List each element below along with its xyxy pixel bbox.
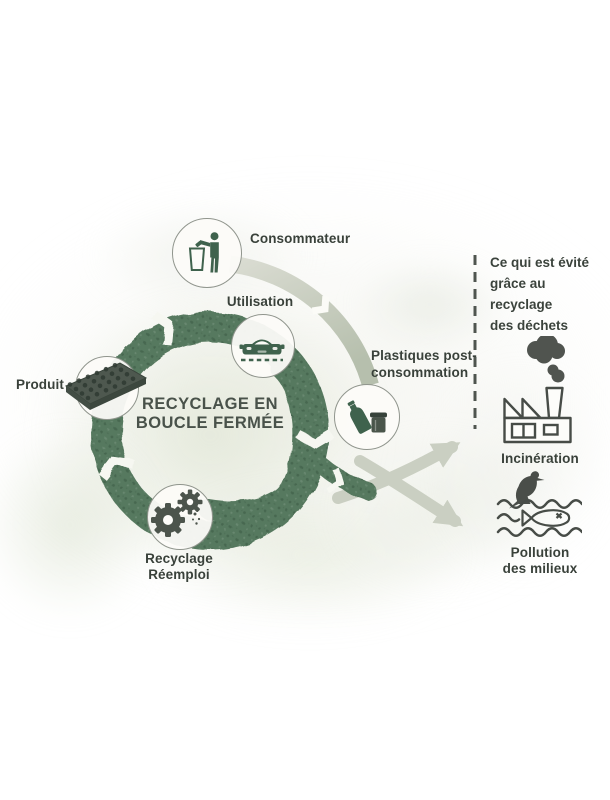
label-consommateur: Consommateur	[250, 231, 351, 246]
label-produit: Produit	[16, 377, 64, 392]
node-utilisation	[231, 314, 295, 378]
avoided-note: Ce qui est évité grâce au recyclage des …	[490, 255, 590, 333]
node-recyclage	[147, 484, 213, 550]
label-incineration: Incinération	[501, 451, 579, 466]
label-pollution: Pollution des milieux	[502, 545, 578, 576]
cycle-title-line2: BOUCLE FERMÉE	[135, 413, 285, 432]
node-plastiques	[334, 384, 400, 450]
cycle-title: RECYCLAGE EN BOUCLE FERMÉE	[108, 395, 312, 432]
node-consommateur	[172, 218, 242, 288]
cycle-title-line1: RECYCLAGE EN	[142, 395, 278, 413]
label-utilisation: Utilisation	[226, 294, 294, 309]
label-recyclage: Recyclage Réemploi	[145, 551, 213, 582]
label-plastiques: Plastiques post- consommation	[371, 348, 477, 380]
